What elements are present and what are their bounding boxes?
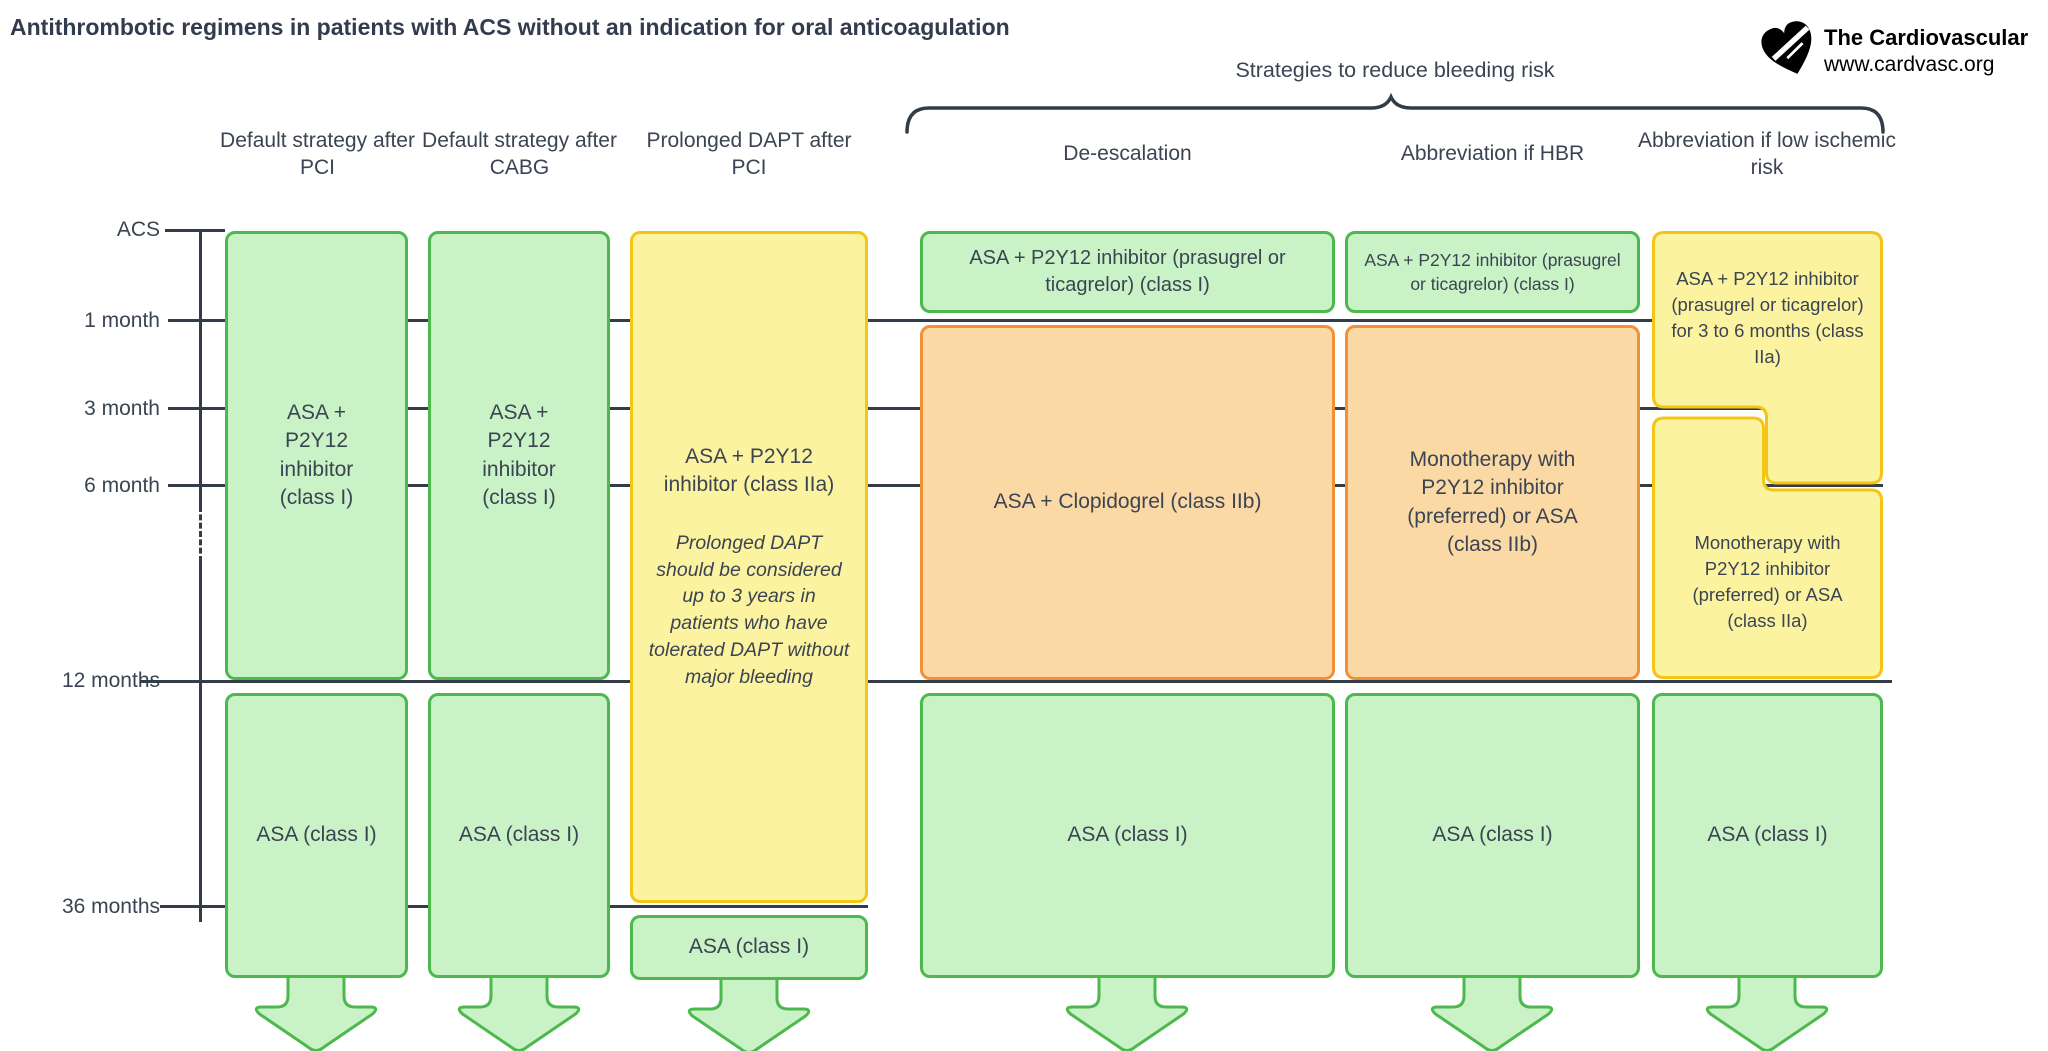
timeline-axis	[199, 229, 202, 506]
continuation-arrow	[1057, 974, 1197, 1051]
continuation-arrow	[246, 974, 386, 1051]
timeline-axis	[199, 562, 202, 922]
box-label: ASA + P2Y12 inhibitor (class IIa)	[663, 444, 835, 497]
box-prolonged-asa: ASA (class I)	[630, 915, 868, 980]
continuation-arrow	[1422, 974, 1562, 1051]
heart-logo-icon	[1760, 20, 1820, 82]
gridline-1-month	[168, 319, 1883, 322]
box-deescalation-clopidogrel: ASA + Clopidogrel (class IIb)	[920, 325, 1335, 680]
box-lowrisk-dapt: ASA + P2Y12 inhibitor (prasugrel or tica…	[1671, 268, 1864, 367]
box-lowrisk-stepped-shapes	[1652, 231, 1883, 680]
header-abbreviation-hbr: Abbreviation if HBR	[1400, 142, 1585, 165]
gridline-12-months	[140, 680, 1892, 683]
box-lowrisk-asa: ASA (class I)	[1652, 693, 1883, 978]
timeline-label-6-month: 6 month	[84, 474, 160, 497]
header-prolonged-dapt: Prolonged DAPT after PCI	[646, 129, 852, 180]
continuation-arrow	[679, 976, 819, 1051]
box-lowrisk-dapt-shape	[1652, 231, 1883, 485]
box-pci-asa: ASA (class I)	[225, 693, 408, 978]
continuation-arrow	[1697, 974, 1837, 1051]
box-cabg-dapt: ASA + P2Y12 inhibitor (class I)	[428, 231, 610, 680]
box-lowrisk-monotherapy-shape	[1652, 416, 1883, 679]
box-deescalation-dapt: ASA + P2Y12 inhibitor (prasugrel or tica…	[920, 231, 1335, 313]
header-abbreviation-low-risk: Abbreviation if low ischemic risk	[1638, 129, 1896, 180]
header-de-escalation: De-escalation	[1063, 142, 1192, 165]
box-note: Prolonged DAPT should be considered up t…	[648, 531, 850, 689]
logo-name: The Cardiovascular	[1824, 25, 2029, 50]
timeline-label-1-month: 1 month	[84, 309, 160, 332]
continuation-arrow	[449, 974, 589, 1051]
timeline-label-acs: ACS	[116, 218, 160, 241]
box-cabg-asa: ASA (class I)	[428, 693, 610, 978]
timeline-label-36-months: 36 months	[61, 895, 160, 918]
timeline-axis-break	[199, 506, 202, 562]
box-prolonged-dapt: ASA + P2Y12 inhibitor (class IIa) Prolon…	[630, 231, 868, 903]
box-lowrisk-monotherapy: Monotherapy with P2Y12 inhibitor (prefer…	[1692, 532, 1843, 631]
box-deescalation-asa: ASA (class I)	[920, 693, 1335, 978]
box-pci-dapt: ASA + P2Y12 inhibitor (class I)	[225, 231, 408, 680]
timeline-label-3-month: 3 month	[84, 397, 160, 420]
header-default-cabg: Default strategy after CABG	[422, 129, 617, 180]
page-title: Antithrombotic regimens in patients with…	[10, 14, 1010, 40]
logo-url: www.cardvasc.org	[1824, 53, 1995, 76]
timeline-label-12-months: 12 months	[61, 669, 160, 692]
gridline-acs	[165, 229, 225, 232]
bleeding-strategies-label: Strategies to reduce bleeding risk	[1235, 58, 1555, 82]
box-hbr-monotherapy: Monotherapy with P2Y12 inhibitor (prefer…	[1345, 325, 1640, 680]
header-default-pci: Default strategy after PCI	[220, 129, 415, 180]
brace-icon	[905, 92, 1885, 134]
box-hbr-asa: ASA (class I)	[1345, 693, 1640, 978]
box-hbr-dapt: ASA + P2Y12 inhibitor (prasugrel or tica…	[1345, 231, 1640, 313]
